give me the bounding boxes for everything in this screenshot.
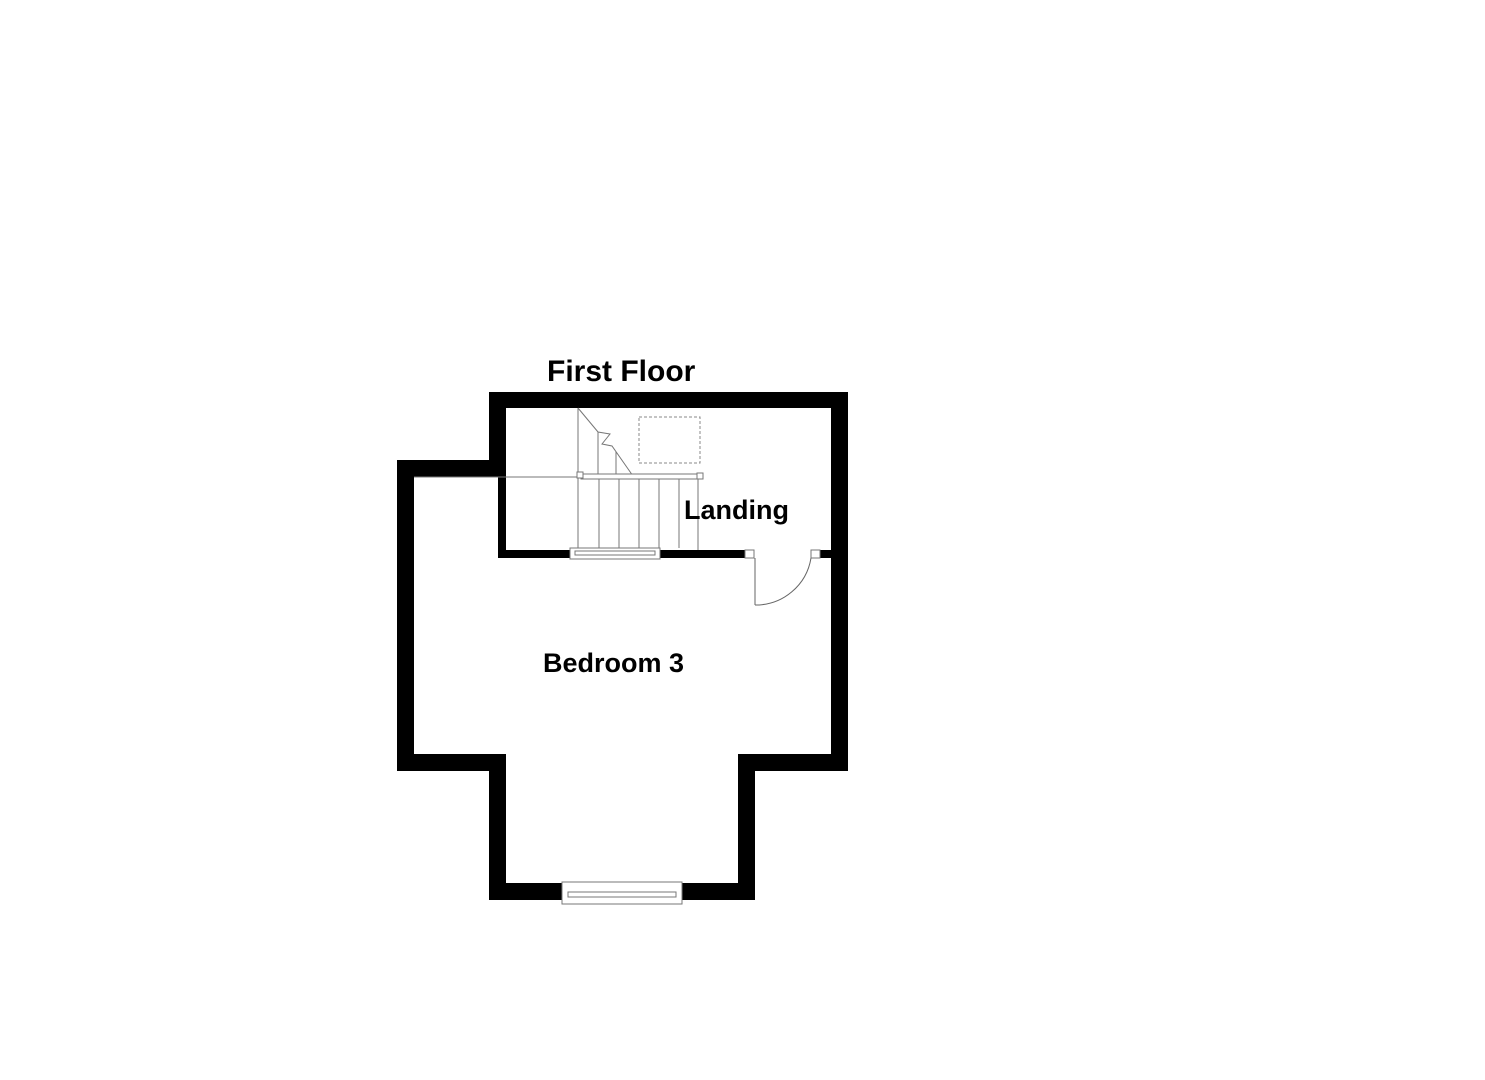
exterior-walls (397, 392, 848, 900)
landing-wall-horizontal-right (820, 550, 831, 558)
loft-hatch (638, 416, 701, 464)
room-label-bedroom-3: Bedroom 3 (543, 648, 685, 678)
door-jamb-left (744, 549, 755, 559)
window-landing (569, 547, 661, 560)
stairs-icon (414, 407, 704, 550)
window-bedroom (561, 881, 683, 905)
door-jamb-right (810, 549, 821, 559)
room-label-landing: Landing (684, 495, 789, 525)
landing-wall-vertical (498, 477, 506, 558)
door-swing-icon[interactable] (754, 557, 812, 606)
floor-title: First Floor (547, 355, 696, 388)
